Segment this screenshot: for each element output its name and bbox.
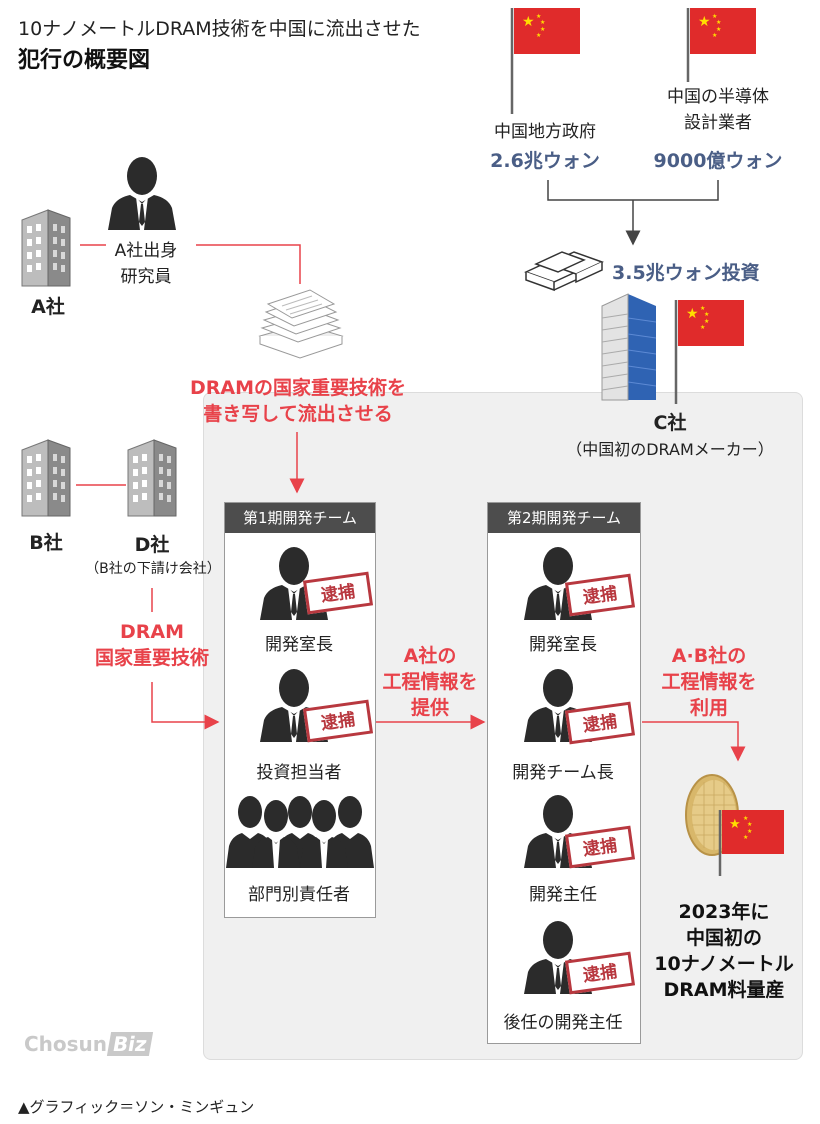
china-flag-icon: ★ ★ ★ ★ ★ bbox=[686, 8, 756, 82]
svg-text:★: ★ bbox=[743, 834, 748, 841]
office-building-icon bbox=[21, 439, 71, 517]
dram-label-line1: DRAM bbox=[119, 621, 184, 643]
svg-text:★: ★ bbox=[686, 306, 699, 322]
team2-header: 第2期開発チーム bbox=[488, 503, 640, 533]
result-line3: 10ナノメートル bbox=[654, 953, 794, 975]
company-c-desc: （中国初のDRAMメーカー） bbox=[566, 440, 774, 459]
investment-amount: 3.5兆ウォン投資 bbox=[612, 262, 760, 284]
team2-to-wafer-arrow bbox=[642, 721, 746, 762]
team1-role-3: 部門別責任者 bbox=[248, 885, 350, 905]
team2-role-1: 開発室長 bbox=[529, 635, 597, 655]
team2-role-2: 開発チーム長 bbox=[512, 763, 614, 783]
svg-text:★: ★ bbox=[747, 821, 752, 828]
svg-text:★: ★ bbox=[540, 26, 545, 33]
researcher-to-docs-line bbox=[196, 244, 301, 284]
funder-semiconductor-line1: 中国の半導体 bbox=[667, 87, 769, 107]
documents-stack-icon bbox=[258, 289, 344, 359]
svg-text:★: ★ bbox=[704, 311, 709, 318]
svg-text:★: ★ bbox=[700, 305, 705, 312]
result-line1: 2023年に bbox=[678, 901, 770, 923]
result-line2: 中国初の bbox=[685, 927, 762, 949]
svg-text:★: ★ bbox=[716, 19, 721, 26]
team2-role-4: 後任の開発主任 bbox=[503, 1013, 623, 1033]
graphic-credit: ▲グラフィック＝ソン・ミンギュン bbox=[18, 1098, 255, 1116]
logo-part1: Chosun bbox=[24, 1032, 108, 1056]
team1-header: 第1期開発チーム bbox=[225, 503, 375, 533]
svg-text:★: ★ bbox=[729, 817, 741, 832]
researcher-label-line1: A社出身 bbox=[114, 241, 178, 261]
dram-label-line2: 国家重要技術 bbox=[94, 647, 209, 669]
process-label-line3: 提供 bbox=[410, 697, 449, 719]
company-d-desc: （B社の下請け会社） bbox=[85, 561, 221, 577]
company-d-name: D社 bbox=[134, 534, 170, 556]
svg-text:★: ★ bbox=[700, 324, 705, 331]
result-line4: DRAM料量産 bbox=[663, 979, 785, 1001]
svg-text:★: ★ bbox=[698, 14, 711, 30]
researcher-label-line2: 研究員 bbox=[120, 267, 172, 287]
office-building-icon bbox=[127, 439, 177, 517]
group-silhouette-icon bbox=[226, 796, 374, 868]
copy-label-line2: 書き写して流出させる bbox=[203, 403, 393, 425]
team1-role-1: 開発室長 bbox=[265, 635, 333, 655]
use-label-line2: 工程情報を bbox=[661, 671, 757, 693]
svg-text:★: ★ bbox=[716, 26, 721, 33]
use-label-line3: 利用 bbox=[689, 697, 728, 719]
china-flag-icon: ★ ★ ★ ★ ★ bbox=[510, 8, 580, 114]
svg-text:★: ★ bbox=[743, 815, 748, 822]
svg-text:★: ★ bbox=[536, 32, 541, 39]
person-silhouette-icon bbox=[108, 157, 176, 230]
china-flag-icon: ★ ★ ★ ★ ★ bbox=[674, 300, 744, 404]
team2-role-3: 開発主任 bbox=[529, 885, 597, 905]
title-line2: 犯行の概要図 bbox=[18, 48, 151, 73]
funder-semiconductor-line2: 設計業者 bbox=[684, 113, 752, 133]
process-label-line1: A社の bbox=[403, 645, 457, 667]
svg-text:★: ★ bbox=[540, 19, 545, 26]
use-label-line1: A·B社の bbox=[671, 645, 747, 667]
funder-local-government-amount: 2.6兆ウォン bbox=[490, 150, 600, 172]
company-a-name: A社 bbox=[31, 296, 65, 318]
process-label-line2: 工程情報を bbox=[382, 671, 478, 693]
svg-text:★: ★ bbox=[712, 32, 717, 39]
logo-part2: Biz bbox=[106, 1032, 153, 1056]
skyscraper-icon bbox=[601, 293, 657, 401]
svg-text:★: ★ bbox=[747, 828, 752, 835]
svg-text:★: ★ bbox=[712, 13, 717, 20]
copy-label-line1: DRAMの国家重要技術を bbox=[189, 377, 406, 399]
title-line1: 10ナノメートルDRAM技術を中国に流出させた bbox=[18, 18, 421, 40]
money-stack-icon bbox=[524, 251, 604, 292]
company-c-name: C社 bbox=[653, 412, 687, 434]
funder-merge-line bbox=[547, 180, 719, 201]
svg-text:★: ★ bbox=[536, 13, 541, 20]
china-flag-icon: ★ ★ ★ ★ ★ bbox=[718, 810, 784, 876]
funder-local-government: 中国地方政府 bbox=[494, 122, 596, 142]
svg-text:★: ★ bbox=[704, 318, 709, 325]
svg-text:★: ★ bbox=[522, 14, 535, 30]
funder-semiconductor-amount: 9000億ウォン bbox=[653, 150, 783, 172]
company-b-name: B社 bbox=[29, 532, 63, 554]
team1-role-2: 投資担当者 bbox=[256, 763, 342, 783]
d-to-team1-arrow bbox=[151, 682, 220, 730]
office-building-icon bbox=[21, 209, 71, 287]
